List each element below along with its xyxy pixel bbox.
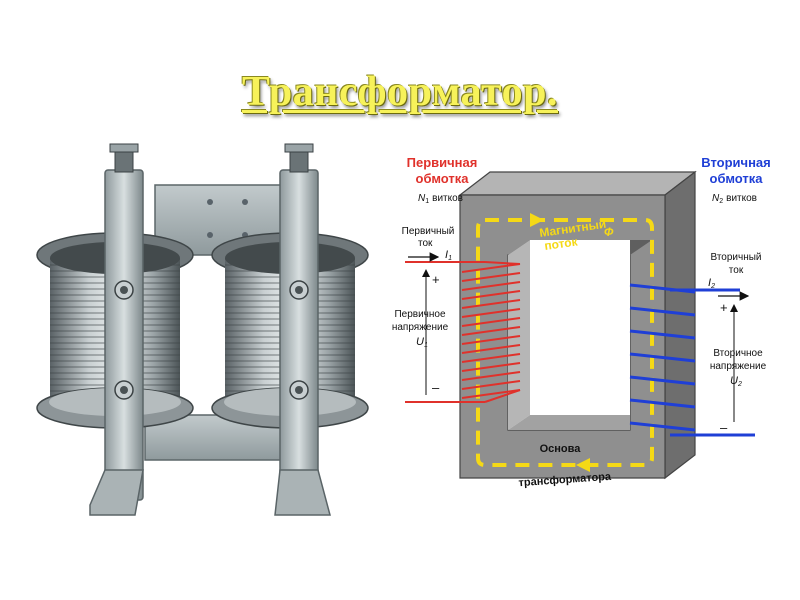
secondary-current-label-1: Вторичный	[710, 252, 761, 263]
secondary-voltage-label-2: напряжение	[710, 361, 767, 372]
primary-current-label-1: Первичный	[402, 226, 455, 237]
core-label-1: Основа	[540, 443, 582, 455]
secondary-voltage-label-1: Вторичное	[713, 348, 763, 359]
primary-winding-label-1: Первичная	[407, 155, 478, 170]
primary-voltage-label-1: Первичное	[394, 309, 446, 320]
transformer-illustration	[30, 140, 390, 530]
transformer-illustration-svg	[30, 140, 390, 530]
page-title: Трансформатор.	[0, 68, 800, 116]
primary-minus: –	[432, 380, 440, 395]
primary-current-symbol: I1	[445, 249, 452, 262]
primary-winding-label-2: обмотка	[416, 171, 470, 186]
secondary-voltage-symbol: U2	[730, 375, 742, 388]
transformer-core	[460, 172, 695, 478]
magnetic-flux-symbol: Ф	[604, 225, 614, 239]
primary-plus: +	[432, 272, 440, 287]
secondary-current-symbol: I2	[708, 277, 715, 290]
secondary-minus: –	[720, 420, 728, 435]
secondary-winding-label-1: Вторичная	[701, 155, 771, 170]
secondary-current-label-2: ток	[729, 265, 744, 276]
secondary-winding-label-2: обмотка	[710, 171, 764, 186]
secondary-plus: +	[720, 300, 728, 315]
primary-voltage-label-2: напряжение	[392, 322, 449, 333]
primary-current-label-2: ток	[418, 238, 433, 249]
